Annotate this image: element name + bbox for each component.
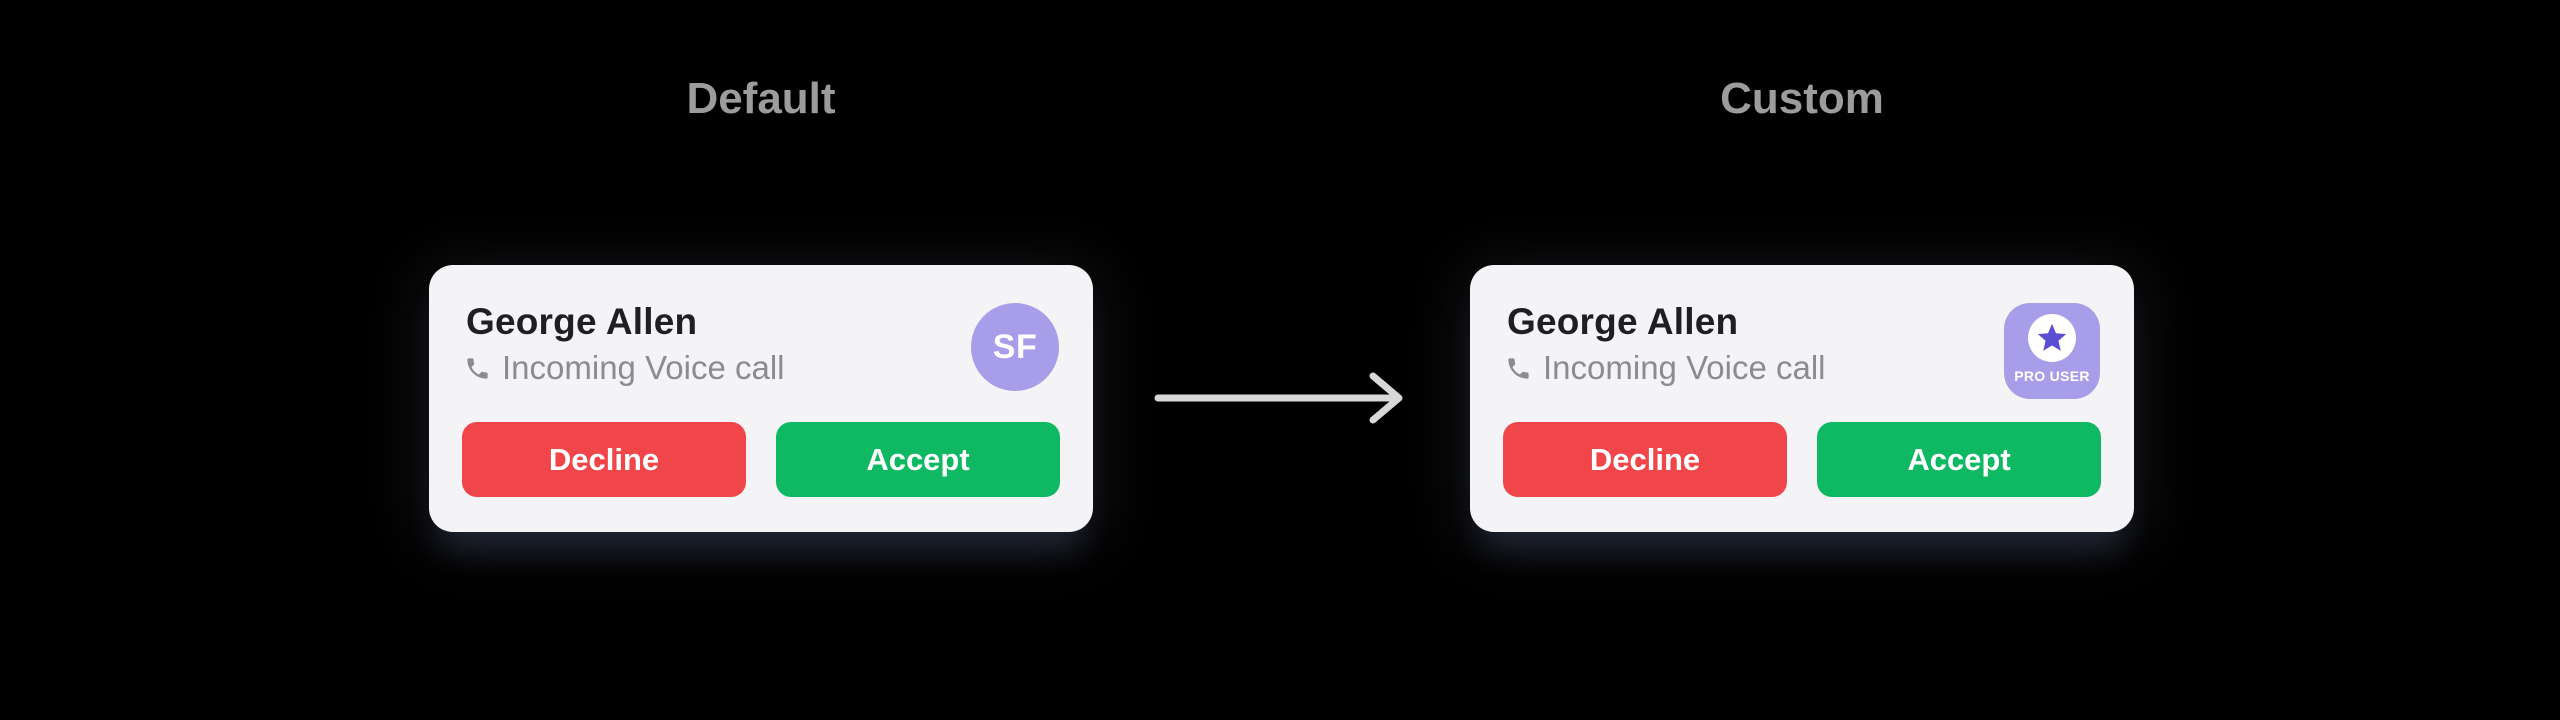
badge-label: PRO USER (2014, 368, 2090, 384)
panel-default: Default George Allen Incoming Voice call… (429, 0, 1093, 720)
pro-user-badge: PRO USER (2004, 303, 2100, 399)
decline-button[interactable]: Decline (1503, 422, 1787, 497)
caller-name: George Allen (1507, 301, 1739, 342)
call-type-row: Incoming Voice call (464, 349, 784, 387)
decline-button[interactable]: Decline (462, 422, 746, 497)
call-actions: Decline Accept (1503, 422, 2101, 497)
star-icon (2035, 321, 2069, 355)
section-label-default: Default (686, 74, 836, 123)
phone-icon (464, 355, 491, 382)
avatar-initials: SF (992, 327, 1038, 366)
accept-button[interactable]: Accept (776, 422, 1060, 497)
section-label-custom: Custom (1720, 74, 1884, 123)
call-type-label: Incoming Voice call (502, 349, 785, 386)
arrow-right-icon (1150, 368, 1410, 428)
phone-icon (1505, 355, 1532, 382)
call-card-custom: George Allen Incoming Voice call PRO USE… (1470, 265, 2134, 532)
call-card-default: George Allen Incoming Voice call SF Decl… (429, 265, 1093, 532)
caller-name: George Allen (466, 301, 698, 342)
panel-custom: Custom George Allen Incoming Voice call … (1470, 0, 2134, 720)
avatar: SF (971, 303, 1059, 391)
call-type-row: Incoming Voice call (1505, 349, 1825, 387)
badge-circle (2028, 314, 2076, 362)
accept-button[interactable]: Accept (1817, 422, 2101, 497)
call-type-label: Incoming Voice call (1543, 349, 1826, 386)
call-actions: Decline Accept (462, 422, 1060, 497)
